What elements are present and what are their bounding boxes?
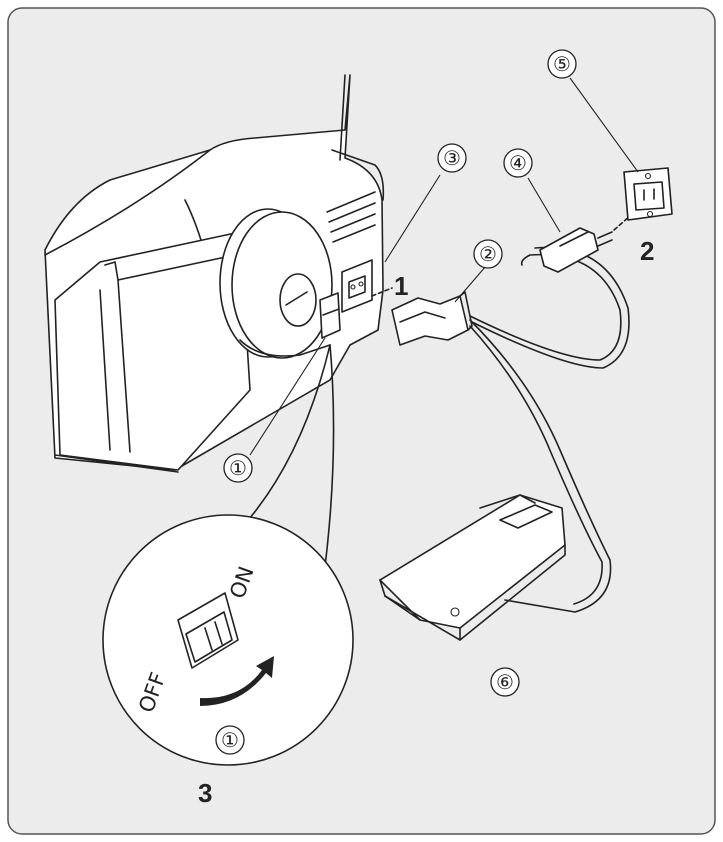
switch-zoom-bubble — [102, 344, 354, 766]
svg-text:③: ③ — [443, 146, 461, 170]
svg-text:⑥: ⑥ — [496, 670, 514, 694]
svg-text:①: ① — [221, 728, 239, 752]
svg-text:⑤: ⑤ — [553, 52, 571, 76]
callout-1-machine: ① — [223, 453, 253, 483]
svg-text:①: ① — [229, 456, 247, 480]
foot-controller — [379, 494, 566, 641]
callout-3: ③ — [437, 143, 467, 173]
machine-plug — [371, 246, 630, 613]
svg-text:②: ② — [479, 242, 497, 266]
callout-2: ② — [473, 239, 503, 269]
wall-outlet — [623, 167, 673, 221]
callout-1-switch: ① — [215, 725, 245, 755]
step-2: 2 — [640, 236, 654, 266]
callout-4: ④ — [503, 148, 533, 178]
sewing-machine — [44, 74, 385, 473]
callout-leaders — [249, 77, 639, 456]
callout-5: ⑤ — [547, 49, 577, 79]
svg-text:④: ④ — [509, 151, 527, 175]
step-3: 3 — [198, 778, 212, 808]
step-1: 1 — [394, 271, 408, 301]
callout-6: ⑥ — [490, 667, 520, 697]
